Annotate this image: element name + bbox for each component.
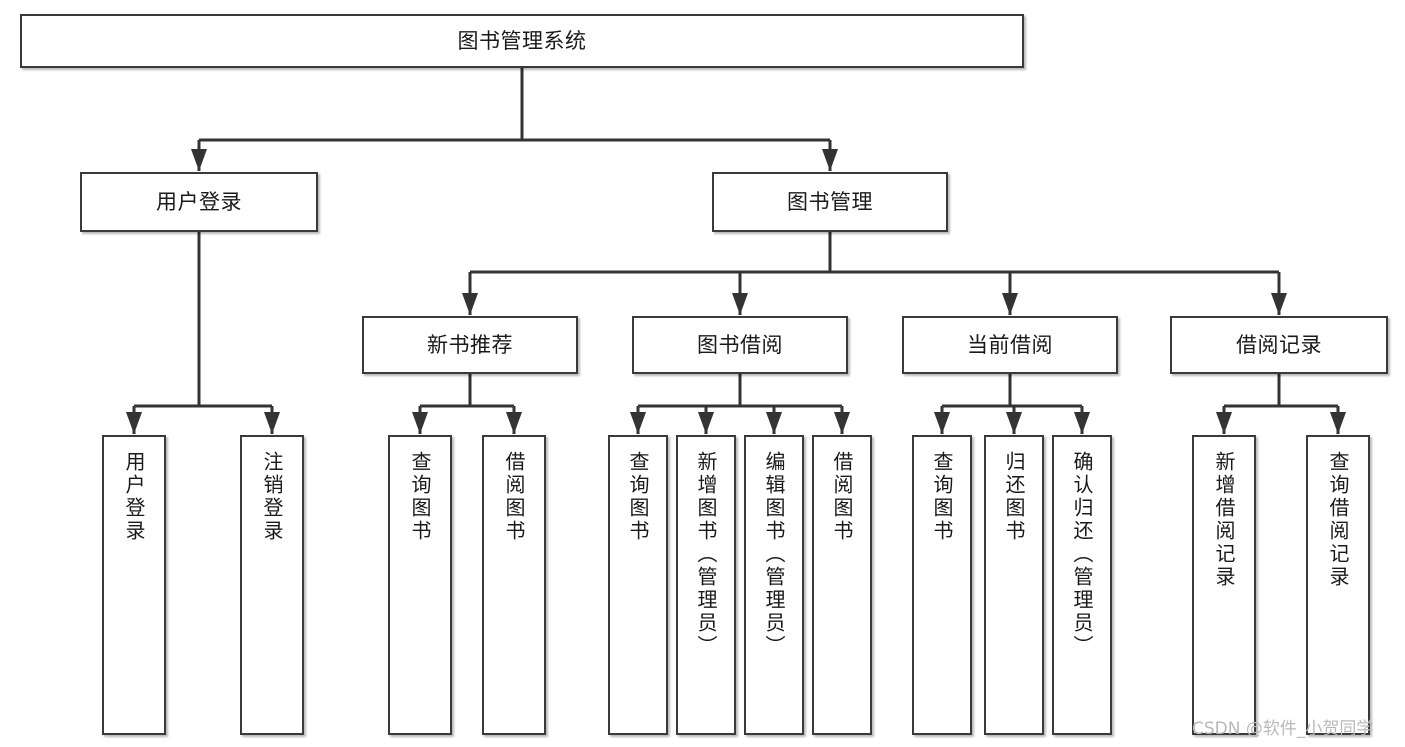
arrow-head bbox=[1002, 293, 1018, 315]
node-label: 用户登录 bbox=[156, 189, 242, 214]
node-leaf-login-1: 用户登录 bbox=[102, 435, 166, 735]
node-leaf-borrow-4: 借阅图书 bbox=[812, 435, 872, 735]
node-label: 查询借阅记录 bbox=[1326, 451, 1350, 589]
node-label: 新增图书（管理员） bbox=[694, 451, 718, 658]
node-label: 查询图书 bbox=[408, 451, 432, 543]
node-label: 注销登录 bbox=[260, 451, 284, 543]
node-label: 新书推荐 bbox=[427, 332, 513, 357]
arrow-head bbox=[264, 412, 280, 434]
node-leaf-borrow-3: 编辑图书（管理员） bbox=[744, 435, 804, 735]
node-leaf-current-1: 查询图书 bbox=[912, 435, 972, 735]
node-record: 借阅记录 bbox=[1170, 316, 1388, 374]
node-label: 确认归还（管理员） bbox=[1070, 451, 1094, 658]
arrow-head bbox=[462, 293, 478, 315]
node-label: 图书借阅 bbox=[697, 332, 783, 357]
arrow-head bbox=[732, 293, 748, 315]
arrow-head bbox=[1006, 412, 1022, 434]
arrow-head bbox=[630, 412, 646, 434]
arrow-head bbox=[698, 412, 714, 434]
node-label: 查询图书 bbox=[930, 451, 954, 543]
node-root: 图书管理系统 bbox=[20, 14, 1024, 68]
node-leaf-current-3: 确认归还（管理员） bbox=[1052, 435, 1112, 735]
arrow-head bbox=[934, 412, 950, 434]
node-label: 新增借阅记录 bbox=[1212, 451, 1236, 589]
node-label: 图书管理系统 bbox=[457, 28, 587, 53]
arrow-head bbox=[766, 412, 782, 434]
arrow-head bbox=[126, 412, 142, 434]
arrow-head bbox=[834, 412, 850, 434]
node-label: 查询图书 bbox=[626, 451, 650, 543]
node-leaf-record-2: 查询借阅记录 bbox=[1306, 435, 1370, 735]
node-leaf-login-2: 注销登录 bbox=[240, 435, 304, 735]
arrow-head bbox=[1271, 293, 1287, 315]
csdn-watermark: CSDN @软件_小贺同学 bbox=[1192, 719, 1374, 739]
node-leaf-current-2: 归还图书 bbox=[984, 435, 1044, 735]
arrow-head bbox=[1216, 412, 1232, 434]
node-label: 图书管理 bbox=[787, 189, 873, 214]
node-newbook: 新书推荐 bbox=[362, 316, 578, 374]
node-leaf-newbook-1: 查询图书 bbox=[388, 435, 452, 735]
arrow-head bbox=[506, 412, 522, 434]
node-login: 用户登录 bbox=[80, 172, 318, 232]
node-label: 借阅记录 bbox=[1236, 332, 1322, 357]
arrow-head bbox=[412, 412, 428, 434]
node-label: 用户登录 bbox=[122, 451, 146, 543]
node-leaf-borrow-1: 查询图书 bbox=[608, 435, 668, 735]
node-label: 借阅图书 bbox=[502, 451, 526, 543]
node-label: 编辑图书（管理员） bbox=[762, 451, 786, 658]
node-label: 当前借阅 bbox=[967, 332, 1053, 357]
node-leaf-borrow-2: 新增图书（管理员） bbox=[676, 435, 736, 735]
node-leaf-newbook-2: 借阅图书 bbox=[482, 435, 546, 735]
node-label: 归还图书 bbox=[1002, 451, 1026, 543]
node-bookmgmt: 图书管理 bbox=[712, 172, 948, 232]
arrow-head bbox=[822, 149, 838, 171]
arrow-head bbox=[1330, 412, 1346, 434]
node-leaf-record-1: 新增借阅记录 bbox=[1192, 435, 1256, 735]
arrow-head bbox=[1074, 412, 1090, 434]
arrow-head bbox=[191, 149, 207, 171]
node-label: 借阅图书 bbox=[830, 451, 854, 543]
node-borrow: 图书借阅 bbox=[632, 316, 848, 374]
node-current: 当前借阅 bbox=[902, 316, 1118, 374]
